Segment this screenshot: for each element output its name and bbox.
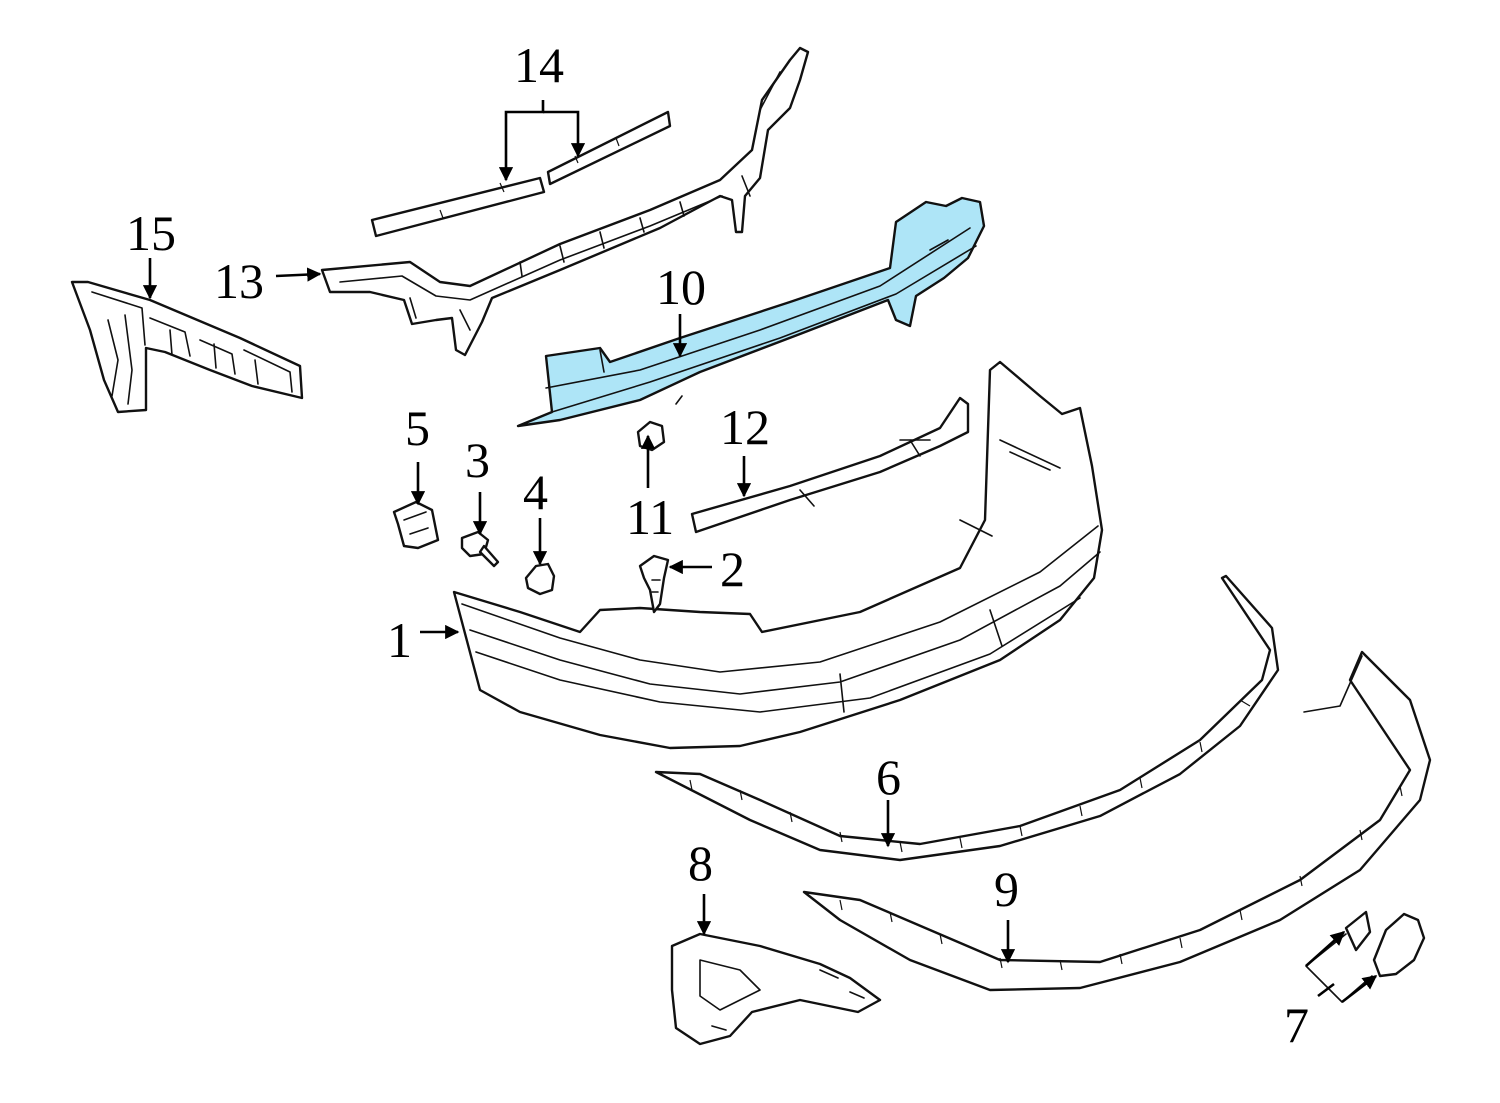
callout-1: 1 [387,612,412,668]
callout-10: 10 [656,259,706,315]
part-9-molding[interactable] [802,650,1432,992]
part-10-reinforcement-highlighted[interactable] [516,196,986,428]
callout-14: 14 [514,37,564,93]
callout-7: 7 [1284,997,1309,1053]
callout-labels: 1 2 3 4 5 6 7 8 9 10 11 12 13 14 15 [126,37,1309,1053]
part-12-insert[interactable] [690,396,970,534]
callout-12: 12 [720,399,770,455]
part-3-bolt[interactable] [460,530,500,568]
leader-13 [275,267,322,282]
part-8-bracket[interactable] [670,932,882,1046]
part-11-nut[interactable] [636,420,666,452]
part-2-push-pin[interactable] [638,554,670,614]
leader-7b [1341,974,1378,1004]
callout-11: 11 [626,489,674,545]
callout-9: 9 [994,861,1019,917]
callout-13: 13 [214,253,264,309]
callout-5: 5 [405,400,430,456]
callout-15: 15 [126,205,176,261]
part-7-caps[interactable] [1305,910,1426,1003]
part-1-bumper-cover[interactable] [452,360,1104,750]
part-6-molding[interactable] [654,574,1280,862]
leader-14b [543,110,586,158]
leader-14a [498,100,545,182]
part-4-cap[interactable] [524,562,556,596]
callout-2: 2 [720,541,745,597]
part-15-side-bracket[interactable] [70,280,304,414]
part-5-clip[interactable] [392,500,440,550]
leader-7-stem [1317,982,1335,998]
part-13-absorber[interactable] [320,46,810,357]
part-14-strips[interactable] [370,110,672,238]
callout-8: 8 [688,835,713,891]
leader-lines [142,100,1378,1004]
callout-3: 3 [465,432,490,488]
callout-4: 4 [523,464,548,520]
callout-6: 6 [876,749,901,805]
leader-7a [1305,931,1346,967]
